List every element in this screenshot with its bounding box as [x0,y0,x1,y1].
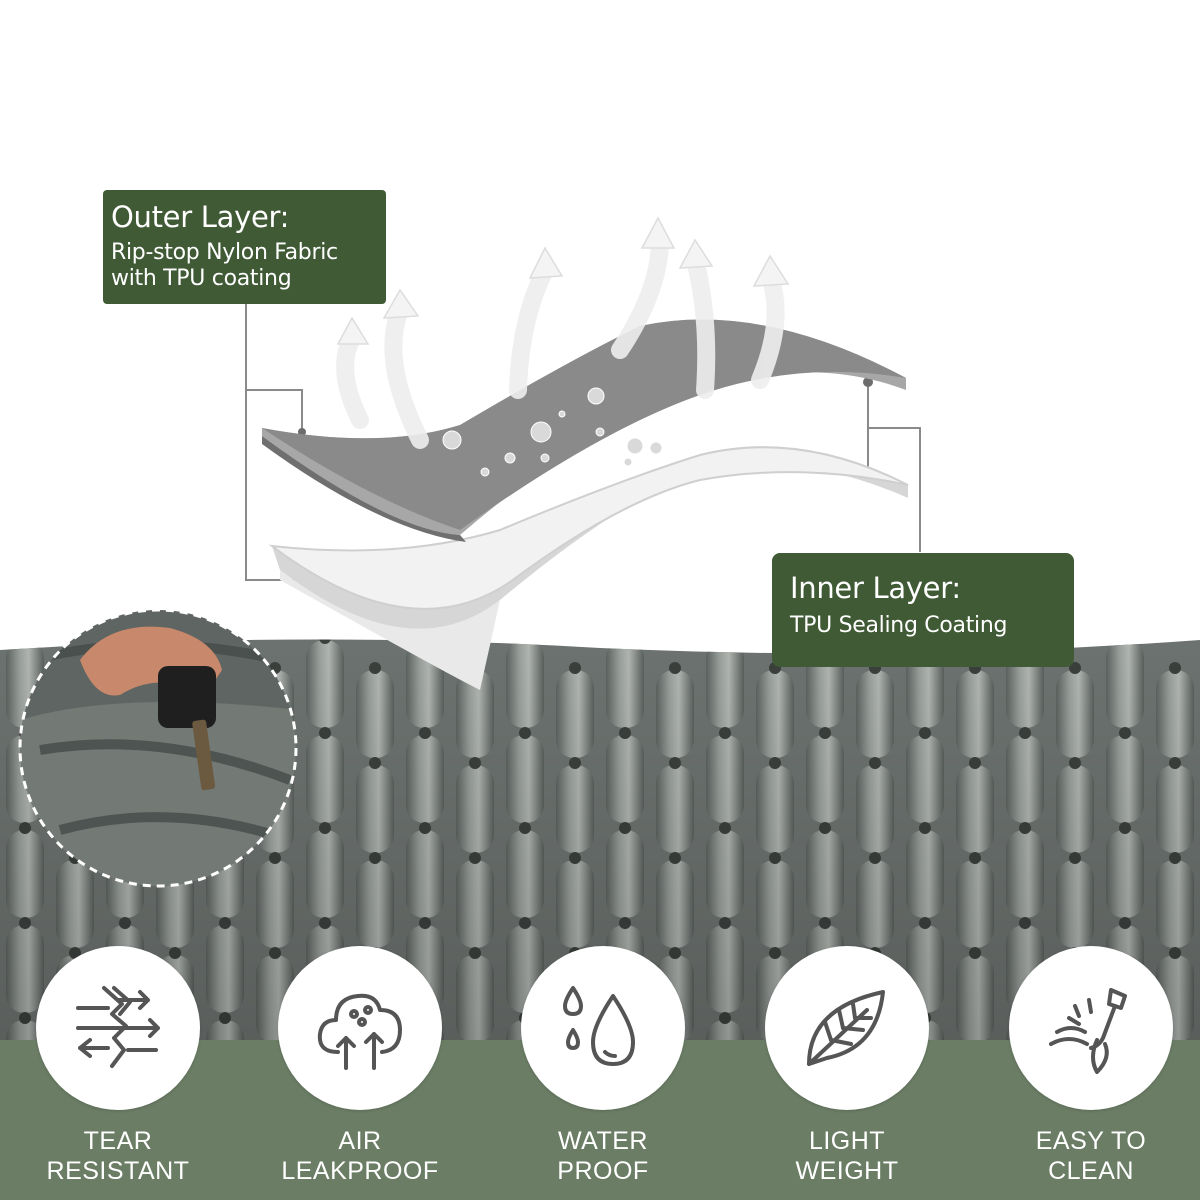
feature-circle [36,946,200,1110]
feature-label: AIR LEAKPROOF [281,1127,439,1185]
outer-layer-desc-line2: with TPU coating [111,266,292,291]
feature-air-leakproof: AIR LEAKPROOF [260,946,460,1186]
leaf-icon [807,990,885,1066]
air-leakproof-icon [317,993,402,1070]
cleaning-spray-icon [1049,988,1127,1074]
outer-layer-desc-line1: Rip-stop Nylon Fabric [111,240,338,265]
water-drops-icon [563,986,635,1066]
feature-circle [521,946,685,1110]
feature-tear-resistant: TEAR RESISTANT [18,946,218,1186]
feature-label: TEAR RESISTANT [46,1127,190,1185]
feature-circle [1009,946,1173,1110]
inner-layer-desc-line1: TPU Sealing Coating [790,613,1008,638]
outer-layer-title: Outer Layer: [111,200,290,234]
feature-circle [278,946,442,1110]
fabric-layers-diagram [245,216,921,690]
feature-water-proof: WATER PROOF [503,946,703,1186]
feature-label: EASY TO CLEAN [1035,1127,1147,1185]
feature-label: WATER PROOF [557,1127,649,1185]
outer-layer-callout: Outer Layer: Rip-stop Nylon Fabric with … [103,190,386,304]
feature-circle [765,946,929,1110]
feature-label: LIGHT WEIGHT [795,1127,899,1185]
feature-easy-to-clean: EASY TO CLEAN [991,946,1191,1186]
feature-light-weight: LIGHT WEIGHT [747,946,947,1186]
tear-resistant-icon [76,986,160,1068]
inner-layer-callout: Inner Layer: TPU Sealing Coating [772,553,1074,667]
valve-detail-inset [18,608,298,888]
inner-layer-title: Inner Layer: [790,571,961,605]
